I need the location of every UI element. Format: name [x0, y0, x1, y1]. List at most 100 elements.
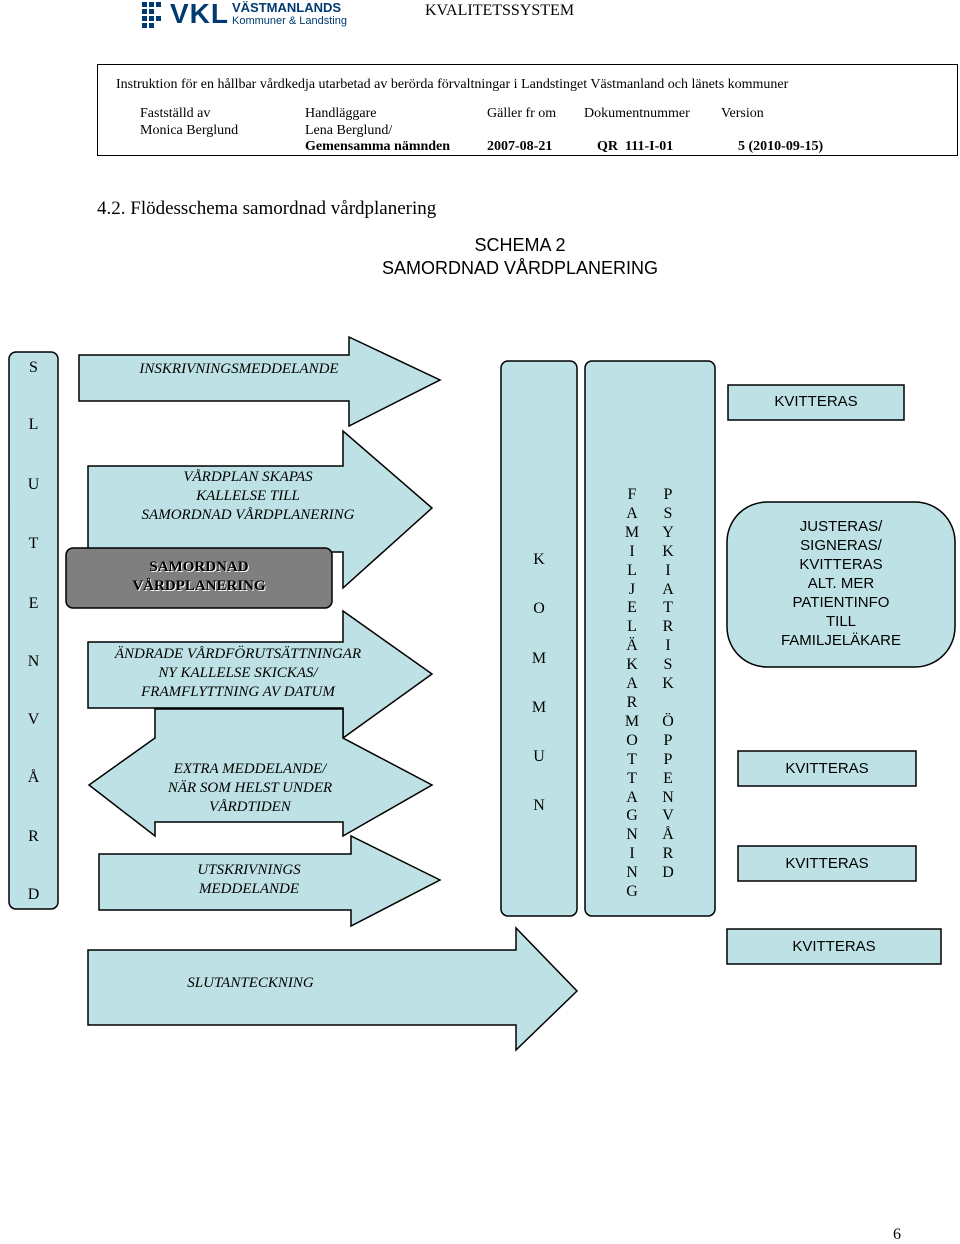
ps-letter: P: [663, 486, 673, 503]
ps-letter: A: [662, 580, 674, 598]
fl-letter: M: [624, 523, 640, 541]
samordnad-line1: SAMORDNAD: [149, 559, 249, 575]
vardplan-line3: SAMORDNAD VÅRDPLANERING: [141, 507, 355, 523]
andrade-line2: NY KALLELSE SKICKAS/: [158, 665, 318, 681]
fl-letter: L: [627, 561, 637, 579]
justeras-line1: JUSTERAS/: [799, 518, 883, 535]
ps-letter: N: [662, 788, 674, 806]
kommun-letter-m1: M: [531, 650, 547, 667]
fl-letter: A: [626, 504, 638, 522]
left-letter-a: Å: [27, 769, 40, 786]
slutanteckning-label: SLUTANTECKNING: [187, 975, 314, 991]
handl-value1: Lena Berglund/: [305, 123, 393, 138]
logo-dots-icon: [142, 2, 161, 28]
header-info-box: [97, 64, 958, 156]
doknr-label: Dokumentnummer: [584, 106, 690, 121]
andrade-line3: FRAMFLYTTNING AV DATUM: [141, 684, 335, 700]
kvitteras-box-3: [737, 845, 917, 882]
fl-letter: A: [626, 788, 638, 806]
ps-letter: K: [662, 542, 674, 560]
vardplan-line1: VÅRDPLAN SKAPAS: [183, 469, 313, 485]
psyk-letters: P S Y K I A T R I S K Ö P P E N V Å R D: [656, 486, 680, 883]
ps-letter: S: [663, 504, 673, 522]
kvitteras-3-label: KVITTERAS: [785, 855, 869, 872]
schema-line1: SCHEMA 2: [474, 235, 566, 255]
fl-letter: T: [627, 750, 637, 768]
version-label: Version: [721, 106, 764, 121]
arrow-extra: [87, 708, 434, 838]
kommun-letter-m2: M: [531, 699, 547, 716]
galler-label: Gäller fr om: [487, 106, 557, 121]
familjelakare-column: [584, 360, 716, 917]
ps-letter: P: [663, 750, 673, 768]
left-letter-l: L: [28, 416, 39, 433]
ps-letter: P: [663, 731, 673, 749]
andrade-label: ÄNDRADE VÅRDFÖRUTSÄTTNINGAR NY KALLELSE …: [88, 645, 388, 702]
fl-letter: J: [628, 580, 636, 598]
fl-letter: L: [627, 618, 637, 636]
utskrivning-label: UTSKRIVNINGS MEDDELANDE: [99, 861, 399, 899]
justeras-line6: TILL: [825, 613, 856, 630]
kvitteras-box-top: [727, 384, 905, 421]
left-letter-d: D: [27, 886, 40, 903]
ps-letter-gap: [656, 694, 680, 713]
logo-sub: Kommuner & Landsting: [232, 15, 347, 27]
ps-letter: D: [662, 864, 674, 882]
fastst-label: Fastställd av: [140, 106, 211, 121]
handl-value2: Gemensamma nämnden: [305, 139, 451, 154]
ps-letter: V: [662, 807, 674, 825]
fl-letter: R: [626, 693, 638, 711]
justeras-line4: ALT. MER: [807, 575, 875, 592]
vardplan-line2: KALLELSE TILL: [196, 488, 300, 504]
vardplan-label: VÅRDPLAN SKAPAS KALLELSE TILL SAMORDNAD …: [88, 468, 408, 525]
kommun-letter-o: O: [533, 600, 545, 617]
left-letter-v: V: [27, 711, 40, 728]
kvitteras-box-2: [737, 750, 917, 787]
handl-label: Handläggare: [305, 106, 377, 121]
section-title: 4.2. Flödesschema samordnad vårdplanerin…: [97, 198, 437, 219]
utskrivning-bar: [8, 351, 59, 910]
left-letter-u: U: [27, 476, 40, 493]
fl-letter: Ä: [626, 637, 638, 655]
ps-letter: T: [663, 599, 673, 617]
familjelakare-letters: F A M I L J E L Ä K A R M O T T A G N I …: [620, 486, 644, 902]
ps-letter: Y: [662, 523, 674, 541]
left-letter-r: R: [28, 828, 39, 845]
kvitteras-4-label: KVITTERAS: [792, 938, 876, 955]
ps-letter: R: [662, 618, 674, 636]
arrow-andrade: [87, 609, 434, 740]
samordnad-box-label: SAMORDNAD VÅRDPLANERING: [66, 558, 332, 596]
fl-letter: K: [626, 656, 638, 674]
fl-letter: I: [629, 845, 635, 863]
kvitteras-top-label: KVITTERAS: [774, 393, 858, 410]
left-letter-e: E: [28, 595, 39, 612]
kommun-column: [500, 360, 578, 917]
logo-main: VKL: [170, 0, 229, 29]
arrow-inskrivning: [78, 335, 442, 428]
version-value: 5 (2010-09-15): [738, 139, 824, 154]
inskrivning-label: INSKRIVNINGSMEDDELANDE: [139, 361, 339, 377]
kvitteras-2-label: KVITTERAS: [785, 760, 869, 777]
instruction-text: Instruktion för en hållbar vårdkedja uta…: [116, 77, 789, 92]
fl-letter: M: [624, 712, 640, 730]
justeras-label: JUSTERAS/ SIGNERAS/ KVITTERAS ALT. MER P…: [727, 517, 955, 650]
fl-letter: G: [626, 807, 638, 825]
fl-letter: I: [629, 542, 635, 560]
fl-letter: A: [626, 675, 638, 693]
andrade-line1: ÄNDRADE VÅRDFÖRUTSÄTTNINGAR: [114, 646, 362, 662]
kommun-letter-n: N: [533, 797, 545, 814]
left-letter-n: N: [27, 653, 40, 670]
kommun-letter-u: U: [533, 748, 545, 765]
ps-letter: R: [662, 845, 674, 863]
samordnad-box: [65, 547, 333, 609]
justeras-box: [726, 501, 956, 668]
justeras-line2: SIGNERAS/: [800, 537, 882, 554]
ps-letter: I: [665, 561, 671, 579]
extra-line1: EXTRA MEDDELANDE/: [173, 761, 327, 777]
galler-value: 2007-08-21: [487, 139, 553, 154]
left-letter-t: T: [28, 535, 39, 552]
fastst-value: Monica Berglund: [140, 123, 239, 138]
fl-letter: T: [627, 769, 637, 787]
arrow-utskrivning: [98, 834, 442, 928]
